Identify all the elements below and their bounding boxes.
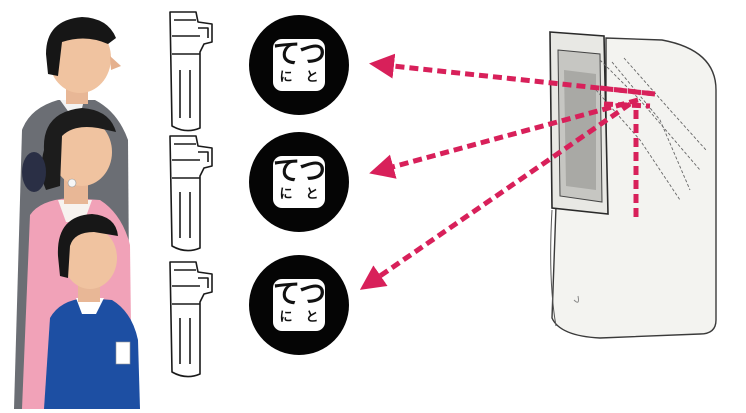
badge-2: て つ に と	[249, 132, 349, 232]
badge-big-left: て	[273, 39, 300, 70]
badge-small-right: と	[305, 70, 319, 85]
badge-card: て つ に と	[273, 156, 326, 208]
outline-figure-1	[169, 11, 213, 132]
arrow-to-badge-2	[369, 97, 639, 179]
badge-card: て つ に と	[273, 279, 326, 331]
badge-small-right: と	[305, 310, 319, 325]
outline-figure-2	[169, 135, 213, 252]
badge-card: て つ に と	[273, 39, 326, 91]
badge-small-left: に	[279, 310, 293, 325]
arrow-to-badge-3	[359, 101, 632, 290]
badge-big-right: つ	[299, 156, 326, 187]
badge-small-left: に	[279, 187, 293, 202]
device-drawing	[549, 31, 717, 339]
badge-big-left: て	[273, 156, 300, 187]
badge-big-right: つ	[299, 39, 326, 70]
dashed-arrows	[359, 53, 656, 290]
family-photo	[14, 17, 140, 409]
boy-figure	[44, 214, 140, 409]
badge-3: て つ に と	[249, 255, 349, 355]
badge-small-right: と	[305, 187, 319, 202]
badge-big-right: つ	[299, 279, 326, 310]
badge-big-left: て	[273, 279, 300, 310]
outline-figure-3	[169, 261, 213, 378]
badge-small-left: に	[279, 70, 293, 85]
badge-1: て つ に と	[249, 15, 349, 115]
